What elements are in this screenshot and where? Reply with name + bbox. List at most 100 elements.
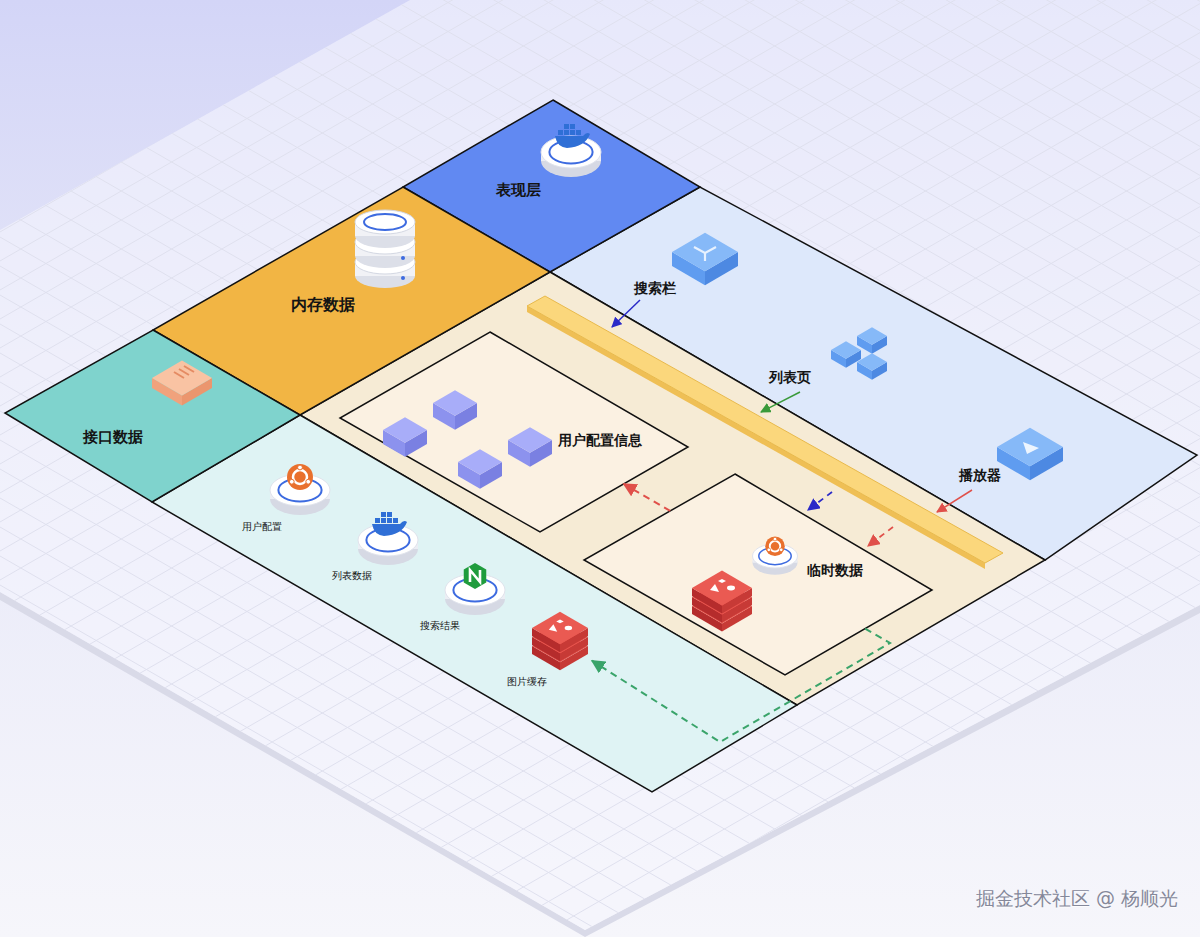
search-mark xyxy=(694,247,716,261)
ubuntu-ring xyxy=(293,470,307,484)
db-ring xyxy=(364,214,406,230)
data-box-shape xyxy=(582,472,934,677)
block-top xyxy=(831,341,861,358)
grid-line xyxy=(0,0,1200,175)
redis-mark xyxy=(718,579,726,583)
node-label: 内存数据 xyxy=(291,295,355,314)
node-label: 用户配置 xyxy=(242,521,282,533)
data-box: 临时数据 xyxy=(582,472,934,677)
block-top xyxy=(672,233,738,271)
grid-line xyxy=(0,178,1200,870)
grid-line xyxy=(0,208,1200,900)
ui-component: 播放器 xyxy=(957,422,1067,486)
ubuntu-dot xyxy=(779,548,783,552)
grid-line xyxy=(0,0,1200,30)
flow-arrow xyxy=(937,490,972,512)
grid-line xyxy=(0,787,1200,937)
flow-arrow xyxy=(868,527,893,546)
node-label: 搜索结果 xyxy=(420,620,460,632)
tile-mark xyxy=(174,366,194,378)
service-icon: 搜索结果 xyxy=(418,558,507,634)
grid-line xyxy=(0,149,1200,841)
block-top xyxy=(458,449,502,475)
grid-line xyxy=(0,817,1200,937)
grid-line xyxy=(0,758,1200,937)
grid-line xyxy=(0,0,1200,116)
ubuntu-logo xyxy=(287,464,313,490)
grid-line xyxy=(0,0,1200,59)
ubuntu-dot xyxy=(289,479,294,484)
docker-box xyxy=(387,512,392,517)
node-label: 临时数据 xyxy=(807,562,863,579)
grid-line xyxy=(0,846,1200,937)
grid-line xyxy=(0,0,1200,117)
grid-line xyxy=(0,207,1200,899)
data-box: 用户配置信息 xyxy=(338,330,690,534)
grid-line xyxy=(0,904,1200,937)
grid-line xyxy=(0,788,1200,937)
docker-box xyxy=(570,130,575,135)
grid-line xyxy=(0,0,1200,145)
node-label: 列表页 xyxy=(769,369,811,386)
grid-line xyxy=(0,0,1200,29)
ui-component: 搜索栏 xyxy=(632,226,744,299)
grid-line xyxy=(0,875,1200,937)
grid-line xyxy=(0,874,1200,937)
db-layer xyxy=(355,210,415,234)
redis-mark xyxy=(549,624,557,631)
api-region xyxy=(152,415,797,792)
ubuntu-dot xyxy=(306,479,311,484)
nginx-mark xyxy=(470,570,480,582)
layer-region-shape xyxy=(3,328,302,504)
grid-line xyxy=(0,0,1200,1)
block-top xyxy=(692,571,752,606)
db-dot xyxy=(401,276,405,280)
block-top xyxy=(857,327,887,344)
grid-line xyxy=(0,0,1200,87)
watermark: 掘金技术社区 @ 杨顺光 xyxy=(976,887,1178,910)
region-outline xyxy=(5,330,300,502)
service-icon: 用户配置 xyxy=(240,458,332,535)
ui-component: 列表页 xyxy=(767,320,910,390)
node-label: 表现层 xyxy=(496,181,541,199)
grid-line xyxy=(0,933,1200,937)
grid-line xyxy=(0,0,1200,174)
redis-mark xyxy=(727,586,735,591)
node-label: 列表数据 xyxy=(332,570,372,582)
grid-line xyxy=(0,0,1200,146)
region-outline xyxy=(340,332,688,532)
ubuntu-dot xyxy=(298,465,303,470)
service-icon: 图片缓存 xyxy=(505,608,594,690)
docker-whale xyxy=(555,133,590,148)
block-top xyxy=(383,417,427,443)
node-label: 用户配置信息 xyxy=(558,432,642,449)
docker-box xyxy=(570,124,575,129)
grid-line xyxy=(0,932,1200,937)
docker-box xyxy=(564,124,569,129)
block-top xyxy=(508,427,552,453)
ubuntu-logo xyxy=(765,537,785,557)
block-top xyxy=(857,353,887,370)
docker-box xyxy=(393,518,398,523)
node-label: 图片缓存 xyxy=(507,676,547,688)
node-label: 搜索栏 xyxy=(634,280,676,297)
block-top xyxy=(532,612,588,644)
db-dot xyxy=(401,256,405,260)
docker-box xyxy=(576,130,581,135)
grid-line xyxy=(0,816,1200,937)
redis-mark xyxy=(565,626,572,630)
grid-line xyxy=(0,150,1200,842)
block-top xyxy=(433,390,477,416)
grid-line xyxy=(0,179,1200,871)
docker-box xyxy=(381,512,386,517)
flow-arrow xyxy=(612,300,640,327)
play-mark xyxy=(1023,442,1039,454)
ubuntu-dot xyxy=(773,537,777,541)
docker-box xyxy=(375,518,380,523)
block-top xyxy=(152,361,212,396)
docker-box xyxy=(564,130,569,135)
